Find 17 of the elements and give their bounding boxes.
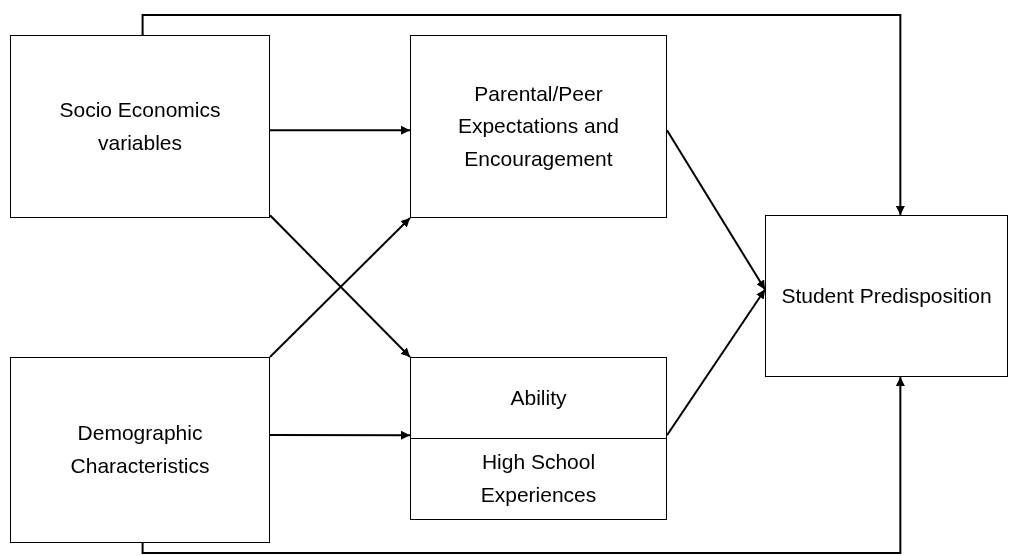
box-text: Ability <box>510 384 567 411</box>
process-box <box>10 35 270 218</box>
process-box <box>410 357 667 520</box>
box-text: Student Predisposition <box>780 282 993 309</box>
process-box <box>10 357 270 543</box>
box-text: Socio Economics variables <box>58 96 222 156</box>
arrow <box>269 430 411 440</box>
process-box <box>765 215 1008 377</box>
arrow <box>269 125 411 135</box>
box-text: Parental/Peer Expectations and Encouragement <box>456 80 621 172</box>
arrow <box>141 14 905 216</box>
process-box <box>410 35 667 218</box>
arrow <box>666 129 766 291</box>
arrow <box>141 376 905 554</box>
box-text: High School Experiences <box>479 449 598 508</box>
arrow <box>666 288 766 437</box>
box-text: Demographic Characteristics <box>69 420 211 479</box>
